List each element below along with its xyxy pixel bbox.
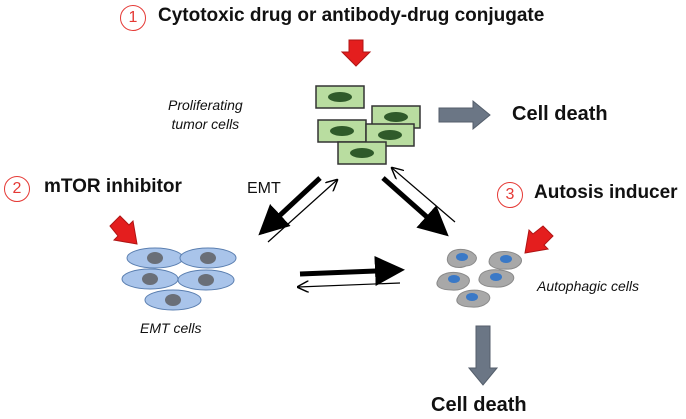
proliferating-cells-label: Proliferating tumor cells xyxy=(168,97,243,132)
arrow-autophagic-to-emt xyxy=(298,283,401,287)
red-arrow-2-icon xyxy=(109,215,138,245)
autophagic-nucleus xyxy=(466,293,478,301)
emt-nucleus xyxy=(147,252,163,264)
proliferating-cell-group xyxy=(315,85,421,165)
autophagic-nucleus xyxy=(490,273,502,281)
emt-nucleus xyxy=(142,273,158,285)
step-3-title: Autosis inducer xyxy=(534,182,678,203)
emt-cell-group xyxy=(121,247,237,311)
emt-nucleus xyxy=(198,274,214,286)
cell-death-bottom-label: Cell death xyxy=(431,394,527,416)
death-arrow-down-icon xyxy=(467,325,499,386)
emt-transition-label: EMT xyxy=(247,180,281,197)
proliferating-nucleus xyxy=(328,92,352,102)
emt-nucleus xyxy=(165,294,181,306)
step-3-number: 3 xyxy=(497,182,523,208)
autophagic-nucleus xyxy=(448,275,460,283)
emt-nucleus xyxy=(200,252,216,264)
proliferating-nucleus xyxy=(350,148,374,158)
autophagic-cell-group xyxy=(436,248,522,308)
step-1-title: Cytotoxic drug or antibody-drug conjugat… xyxy=(158,5,545,26)
proliferating-nucleus xyxy=(384,112,408,122)
proliferating-nucleus xyxy=(378,130,402,140)
autophagic-cells-label: Autophagic cells xyxy=(537,278,639,294)
step-1-number: 1 xyxy=(120,5,146,31)
proliferating-nucleus xyxy=(330,126,354,136)
cell-death-right-label: Cell death xyxy=(512,103,608,125)
autophagic-nucleus xyxy=(456,253,468,261)
arrow-emt-to-prolif xyxy=(267,180,337,243)
arrow-emt-to-autophagic xyxy=(299,256,405,286)
emt-cells-label: EMT cells xyxy=(140,320,202,336)
death-arrow-right-icon xyxy=(438,99,491,131)
arrow-prolif-to-autophagic xyxy=(381,176,449,237)
step-2-title: mTOR inhibitor xyxy=(44,176,182,197)
autophagic-nucleus xyxy=(500,255,512,263)
arrow-autophagic-to-prolif xyxy=(392,168,456,223)
arrow-prolif-to-emt xyxy=(258,176,322,236)
red-arrow-3-icon xyxy=(524,225,554,254)
step-2-number: 2 xyxy=(4,176,30,202)
red-arrow-1-icon xyxy=(340,39,372,67)
